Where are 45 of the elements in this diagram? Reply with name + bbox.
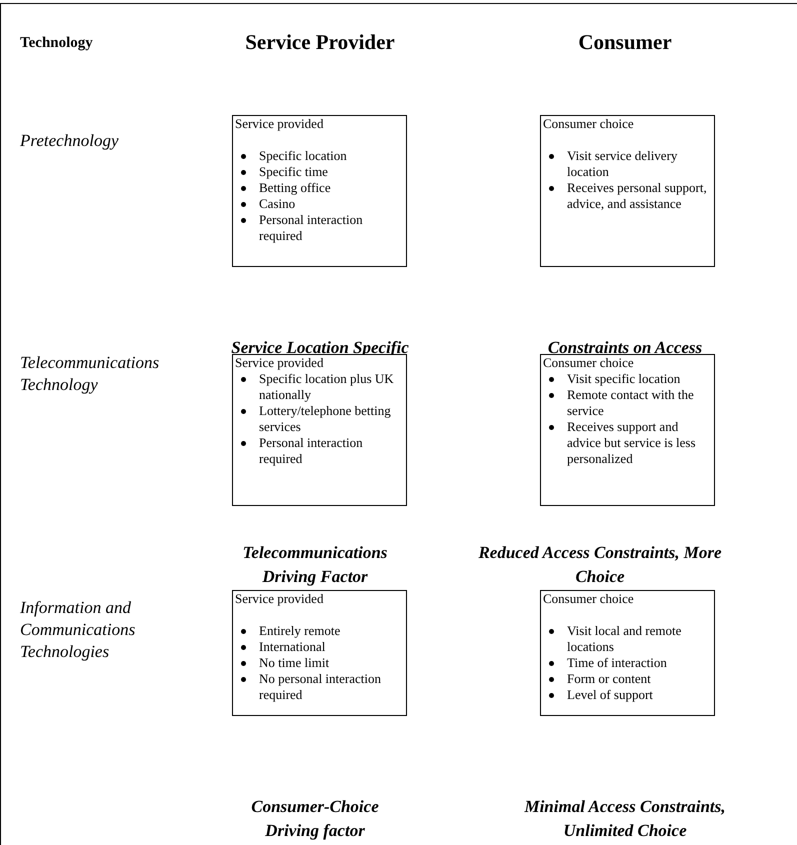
column-header: Consumer — [577, 29, 673, 56]
row-label: Pretechnology — [20, 130, 118, 152]
row-caption: Constraints on Access — [546, 337, 704, 358]
bullet-item: Specific time — [259, 164, 328, 180]
bullet-item: Visit local and remote locations — [567, 623, 682, 655]
text-box — [232, 115, 407, 267]
box-heading: Consumer choice — [543, 355, 635, 371]
bullet-item: No personal interaction required — [259, 671, 382, 703]
column-header: Technology — [20, 34, 93, 53]
bullet-item: Receives personal support, advice, and assistance — [567, 180, 708, 212]
bullet-item: Receives support and advice but service is less personalized — [567, 419, 697, 467]
box-heading: Service provided — [235, 116, 324, 132]
bullet-item: Level of support — [567, 687, 653, 703]
box-heading: Service provided — [235, 591, 324, 607]
bullet-item: Casino — [259, 196, 296, 212]
box-heading: Service provided — [235, 355, 324, 371]
text-box — [540, 354, 715, 506]
box-heading: Consumer choice — [543, 591, 635, 607]
bullet-item: Betting office — [259, 180, 331, 196]
text-box — [232, 354, 407, 506]
row-caption: Consumer-Choice Driving factor — [250, 796, 380, 842]
column-header: Service Provider — [244, 29, 396, 56]
row-caption: Service Location Specific — [230, 337, 410, 358]
bullet-item: Personal interaction required — [259, 435, 364, 467]
bullet-item: Remote contact with the service — [567, 387, 695, 419]
bullet-item: Specific location plus UK nationally — [259, 371, 395, 403]
box-heading: Consumer choice — [543, 116, 635, 132]
row-caption: Telecommunications Driving Factor — [242, 542, 388, 588]
bullet-item: No time limit — [259, 655, 330, 671]
bullet-item: Specific location — [259, 148, 347, 164]
bullet-item: Entirely remote — [259, 623, 340, 639]
bullet-item: Personal interaction required — [259, 212, 364, 244]
bullet-item: Lottery/telephone betting services — [259, 403, 392, 435]
row-caption: Minimal Access Constraints, Unlimited Choice — [523, 796, 727, 842]
bullet-item: Form or content — [567, 671, 651, 687]
bullet-item: Visit service delivery location — [567, 148, 678, 180]
row-label: Telecommunications Technology — [20, 352, 160, 396]
text-box — [540, 590, 715, 716]
row-caption: Reduced Access Constraints, More Choice — [477, 542, 723, 588]
bullet-item: International — [259, 639, 326, 655]
bullet-item: Time of interaction — [567, 655, 667, 671]
bullet-item: Visit specific location — [567, 371, 680, 387]
text-box — [540, 115, 715, 267]
row-label: Information and Communications Technologies — [20, 597, 136, 663]
text-box — [232, 590, 407, 716]
